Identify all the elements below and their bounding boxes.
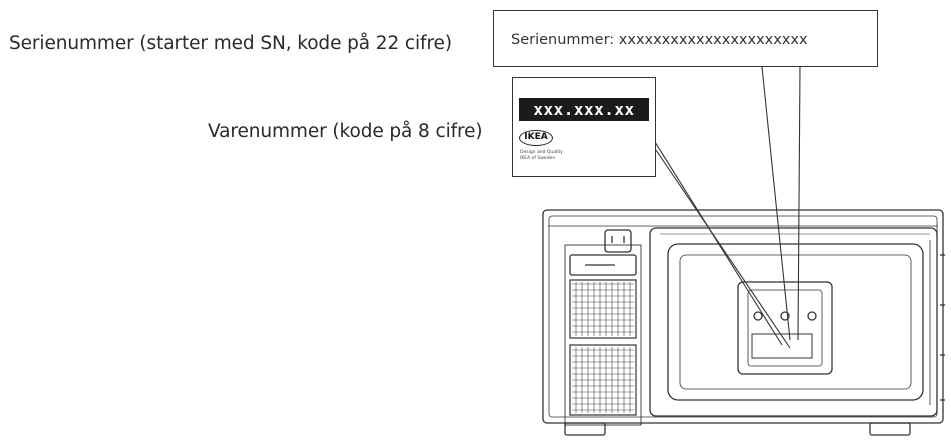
serial-number-text: Serienummer: xxxxxxxxxxxxxxxxxxxxxx (511, 32, 808, 48)
item-number-value: xxx.xxx.xx (519, 98, 649, 121)
tag-fine-print: Design and Quality IKEA of Sweden (520, 150, 563, 161)
serial-number-callout: Serienummer: xxxxxxxxxxxxxxxxxxxxxx (493, 10, 878, 67)
item-number-tag: xxx.xxx.xx IKEA Design and Quality IKEA … (512, 77, 656, 177)
ikea-logo-icon: IKEA (519, 130, 553, 146)
serial-leader-line (761, 66, 791, 341)
vent-grill-bottom (569, 344, 637, 416)
rating-label (751, 333, 813, 359)
item-number-caption: Varenummer (kode på 8 cifre) (208, 121, 483, 142)
power-socket (604, 229, 632, 253)
vent-grill-top (569, 279, 637, 339)
serial-number-caption: Serienummer (starter med SN, kode på 22 … (9, 33, 452, 54)
appliance-outline (542, 209, 944, 424)
